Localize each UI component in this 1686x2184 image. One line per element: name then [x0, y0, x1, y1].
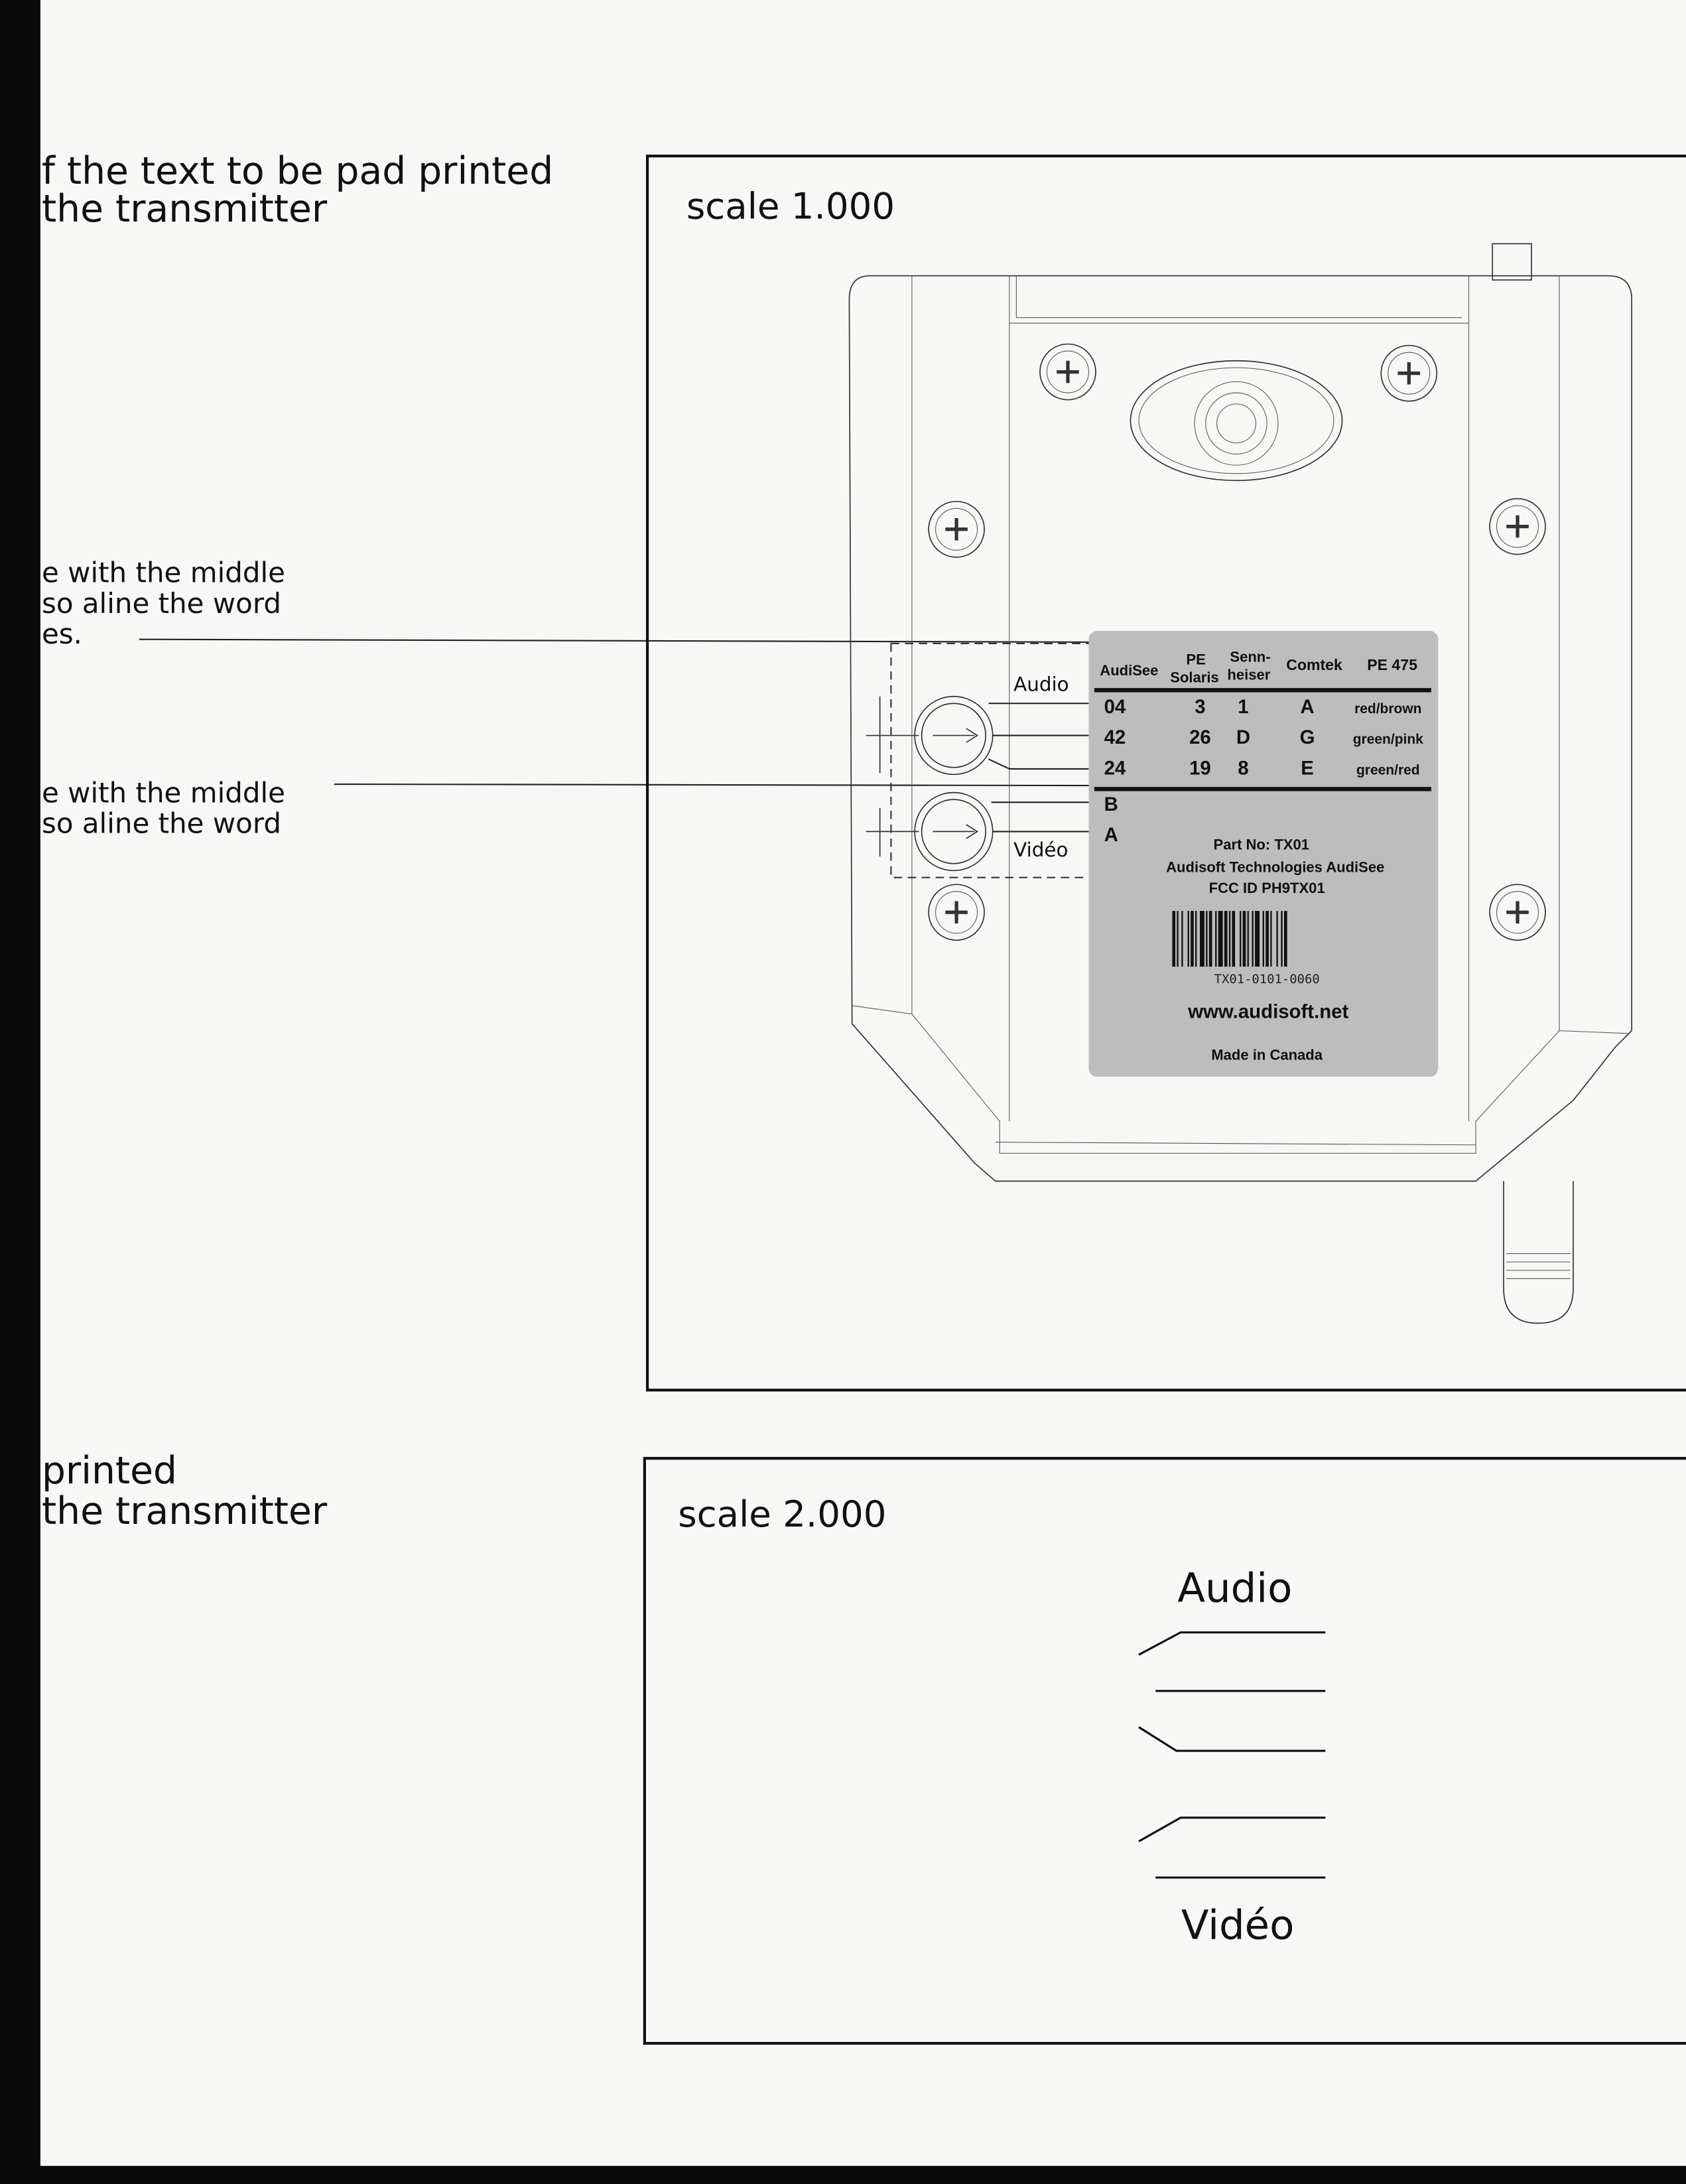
- audio-label: Audio: [1013, 673, 1069, 695]
- instruction-line: the transmitter: [42, 187, 328, 231]
- table-cell: green/pink: [1353, 732, 1423, 747]
- switch-position-a: A: [1104, 824, 1118, 846]
- barcode-bar: [1177, 911, 1179, 967]
- barcode-bar: [1215, 911, 1217, 967]
- barcode-bar: [1206, 911, 1208, 967]
- table-cell: 1: [1238, 696, 1248, 718]
- header-solaris: Solaris: [1170, 669, 1218, 686]
- screw-icon: [928, 500, 985, 558]
- barcode-bar: [1224, 911, 1228, 967]
- header-senn: Senn-: [1230, 648, 1270, 665]
- screw-icon: [1039, 343, 1096, 401]
- note-line: so aline the word: [42, 587, 281, 620]
- barcode: [1172, 911, 1287, 967]
- panel-scale-1: scale 1.000 Audio Vidéo: [645, 155, 1686, 1392]
- table-cell: 04: [1104, 696, 1126, 718]
- instruction-line: f the text to be pad printed: [42, 149, 553, 193]
- table-rule: [1094, 688, 1431, 693]
- header-heiser: heiser: [1227, 667, 1270, 683]
- transmitter-drawing: Audio Vidéo: [848, 243, 1632, 1324]
- origin: Made in Canada: [1211, 1047, 1323, 1063]
- table-cell: red/brown: [1354, 701, 1421, 717]
- instruction-line: printed: [42, 1449, 177, 1493]
- barcode-bar: [1191, 911, 1194, 967]
- screw-icon: [928, 884, 985, 941]
- panel-scale-2: scale 2.000 Audio Vidéo: [643, 1457, 1686, 2045]
- table-cell: 19: [1189, 757, 1211, 779]
- product-label: AudiSee PE Solaris Senn- heiser Comtek P…: [1088, 631, 1439, 1077]
- panel-frame: [645, 155, 1686, 1392]
- video-label: Vidéo: [1013, 839, 1068, 861]
- barcode-bar: [1255, 911, 1260, 967]
- panel-frame: [643, 1457, 1686, 2045]
- part-number: Part No: TX01: [1214, 837, 1309, 853]
- table-cell: D: [1236, 726, 1250, 748]
- barcode-bar: [1247, 911, 1249, 967]
- lens-icon: [1194, 381, 1279, 466]
- barcode-bar: [1187, 911, 1189, 967]
- table-cell: A: [1300, 696, 1314, 718]
- instruction-line: the transmitter: [42, 1489, 328, 1533]
- barcode-bar: [1240, 911, 1242, 967]
- barcode-bar: [1276, 911, 1278, 967]
- table-rule: [1094, 787, 1431, 791]
- switch-position-lines: [1138, 1631, 1326, 1879]
- table-cell: 26: [1189, 726, 1211, 748]
- screw-icon: [1489, 498, 1546, 555]
- barcode-bar: [1208, 911, 1212, 967]
- table-cell: green/red: [1356, 762, 1420, 778]
- barcode-bar: [1262, 911, 1264, 967]
- barcode-bar: [1172, 911, 1176, 967]
- table-cell: 24: [1104, 757, 1126, 779]
- fcc-id: FCC ID PH9TX01: [1209, 880, 1325, 896]
- label-sticker: [1088, 631, 1439, 1077]
- scale-label: scale 1.000: [686, 185, 895, 228]
- note-line: e with the middle: [42, 557, 285, 589]
- leader-line: [139, 638, 1089, 643]
- header-pe: PE: [1186, 651, 1205, 667]
- barcode-bar: [1228, 911, 1231, 967]
- leader-line: [334, 783, 1100, 787]
- note-line: so aline the word: [42, 807, 281, 839]
- audio-label-large: Audio: [1177, 1564, 1292, 1611]
- header-audisee: AudiSee: [1100, 662, 1158, 679]
- barcode-bar: [1199, 911, 1204, 967]
- lens-window: [1130, 360, 1343, 482]
- barcode-bar: [1181, 911, 1183, 967]
- screw-icon: [1489, 884, 1546, 941]
- note-line: e with the middle: [42, 776, 285, 809]
- barcode-bar: [1265, 911, 1269, 967]
- note-line: es.: [42, 618, 82, 650]
- company-name: Audisoft Technologies AudiSee: [1166, 858, 1384, 875]
- table-cell: G: [1300, 726, 1315, 748]
- switch-area-outline: [890, 642, 1094, 878]
- barcode-bar: [1283, 911, 1287, 967]
- barcode-bar: [1232, 911, 1236, 967]
- table-cell: E: [1301, 757, 1314, 779]
- table-cell: 42: [1104, 726, 1126, 748]
- barcode-bar: [1270, 911, 1272, 967]
- barcode-bar: [1195, 911, 1197, 967]
- switch-position-b: B: [1104, 793, 1118, 815]
- header-comtek: Comtek: [1286, 656, 1342, 673]
- barcode-bar: [1218, 911, 1223, 967]
- barcode-number: TX01-0101-0060: [1214, 972, 1320, 987]
- video-label-large: Vidéo: [1181, 1901, 1294, 1948]
- barcode-bar: [1242, 911, 1246, 967]
- header-pe475: PE 475: [1367, 656, 1417, 673]
- table-cell: 8: [1238, 757, 1248, 779]
- website: www.audisoft.net: [1187, 1001, 1348, 1023]
- table-cell: 3: [1195, 696, 1205, 718]
- scan-edge-left: [0, 0, 40, 2184]
- scan-edge-bottom: [0, 2165, 1686, 2184]
- barcode-bar: [1252, 911, 1254, 967]
- barcode-bar: [1281, 911, 1283, 967]
- screw-icon: [1380, 344, 1438, 402]
- scale-label: scale 2.000: [678, 1493, 886, 1535]
